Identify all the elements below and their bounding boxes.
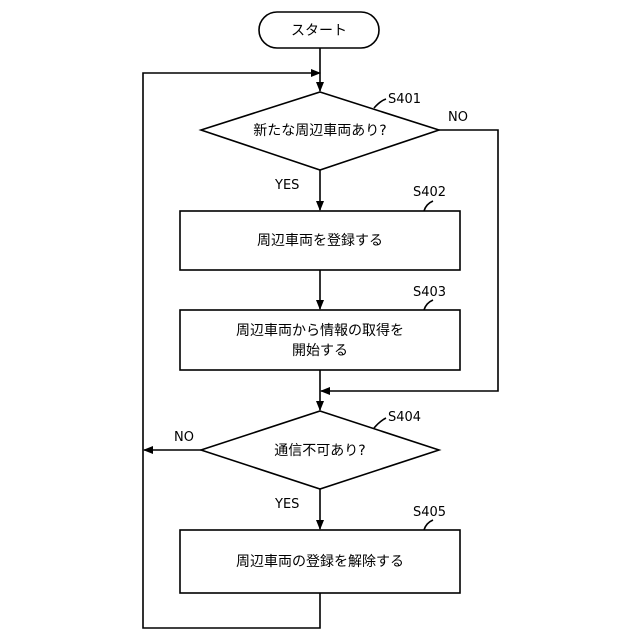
process-s403: 周辺車両から情報の取得を 開始する <box>180 310 460 370</box>
leader-s404 <box>374 418 386 428</box>
leader-s405 <box>424 520 433 530</box>
decision-s401-text: 新たな周辺車両あり? <box>253 122 386 139</box>
start-terminator: スタート <box>259 12 379 48</box>
s401-yes-label: YES <box>274 178 299 193</box>
process-s405: 周辺車両の登録を解除する <box>180 530 460 593</box>
s401-no-label: NO <box>448 110 468 125</box>
step-label-s403: S403 <box>413 285 446 300</box>
start-label: スタート <box>291 23 347 39</box>
step-label-s404: S404 <box>388 410 421 425</box>
process-s402: 周辺車両を登録する <box>180 211 460 270</box>
leader-s402 <box>424 201 433 211</box>
leader-s403 <box>424 300 433 310</box>
decision-s404-text: 通信不可あり? <box>274 443 365 459</box>
process-s402-text: 周辺車両を登録する <box>257 232 383 249</box>
step-label-s401: S401 <box>388 92 421 107</box>
process-s405-text: 周辺車両の登録を解除する <box>236 553 404 570</box>
step-label-s405: S405 <box>413 505 446 520</box>
step-label-s402: S402 <box>413 185 446 200</box>
s404-no-label: NO <box>174 430 194 445</box>
process-s403-line2: 開始する <box>292 343 348 359</box>
leader-s401 <box>374 99 386 108</box>
s404-yes-label: YES <box>274 497 299 512</box>
process-s403-line1: 周辺車両から情報の取得を <box>236 322 404 339</box>
